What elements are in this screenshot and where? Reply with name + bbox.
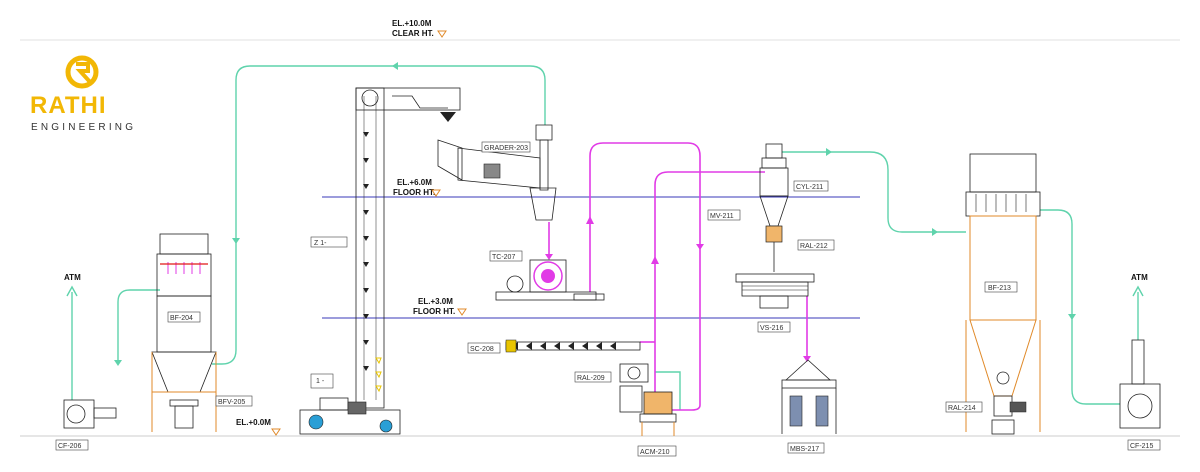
ral-212-label: RAL-212 xyxy=(800,243,828,250)
rathi-logo: RATHI ENGINEERING xyxy=(30,55,136,133)
bag-filter-bf-204 xyxy=(151,233,217,432)
atm-arrow-icon xyxy=(1132,285,1144,297)
ral-214-label: RAL-214 xyxy=(948,405,976,412)
product-lines xyxy=(545,142,811,411)
level-label-6m: EL.+6.0M FLOOR HT. xyxy=(393,178,441,197)
svg-text:FLOOR HT.: FLOOR HT. xyxy=(413,307,455,316)
screw-conveyor-sc-208 xyxy=(505,339,641,353)
level-marker-icon xyxy=(437,30,447,38)
svg-text:CLEAR HT.: CLEAR HT. xyxy=(392,29,434,38)
rotary-airlock-ral-209 xyxy=(619,363,649,383)
air-arrow-icon xyxy=(826,148,832,156)
fan-cf-206 xyxy=(63,399,117,429)
product-arrow-icon xyxy=(696,244,704,250)
bf-213-label: BF-213 xyxy=(988,285,1011,292)
elevation-lines xyxy=(20,39,1180,437)
svg-text:EL.+10.0M: EL.+10.0M xyxy=(392,19,432,28)
level-marker-icon xyxy=(431,189,441,197)
bucket-elevator: 1 - xyxy=(299,87,461,435)
product-line-tc-to-mv xyxy=(589,142,701,411)
bag-filter-bf-213 xyxy=(965,153,1041,435)
level-label-0m: EL.+0.0M xyxy=(236,418,281,436)
level-label-clear: EL.+10.0M CLEAR HT. xyxy=(392,19,447,38)
svg-text:EL.+6.0M: EL.+6.0M xyxy=(397,178,432,187)
product-arrow-icon xyxy=(545,254,553,260)
air-line-cyl-to-bf xyxy=(782,151,966,233)
product-arrow-icon xyxy=(803,356,811,362)
svg-text:EL.+3.0M: EL.+3.0M xyxy=(418,297,453,306)
mill-acm-210 xyxy=(619,385,677,436)
atm-label-left: ATM xyxy=(64,273,81,282)
air-arrow-icon xyxy=(1068,314,1076,320)
cf-215-label: CF-215 xyxy=(1130,443,1153,450)
cyclone-cyl-211 xyxy=(759,143,789,272)
logo-mark-icon xyxy=(65,55,99,89)
classifier-tc-207 xyxy=(495,259,605,301)
bfv-label: BFV-205 xyxy=(218,399,245,406)
air-arrow-icon xyxy=(232,238,240,244)
svg-text:FLOOR HT.: FLOOR HT. xyxy=(393,188,435,197)
grader-label: GRADER-203 xyxy=(484,145,528,152)
logo-subtitle: ENGINEERING xyxy=(31,122,136,133)
ral-209-label: RAL-209 xyxy=(577,375,605,382)
logo-brand: RATHI xyxy=(30,92,107,119)
bagging-mbs-217 xyxy=(781,359,837,434)
mbs-label: MBS-217 xyxy=(790,446,819,453)
product-arrow-icon xyxy=(586,216,594,224)
product-line-acm-to-cyl xyxy=(654,171,765,392)
air-lines xyxy=(66,62,1144,410)
elevator-label: Z 1- xyxy=(314,240,327,247)
atm-label-right: ATM xyxy=(1131,273,1148,282)
svg-text:EL.+0.0M: EL.+0.0M xyxy=(236,418,271,427)
feed-hopper-label: 1 - xyxy=(316,378,325,385)
bf-204-label: BF-204 xyxy=(170,315,193,322)
cyl-label: CYL-211 xyxy=(796,184,823,191)
air-arrow-icon xyxy=(114,360,122,366)
acm-label: ACM-210 xyxy=(640,449,670,456)
air-line-bf-to-fan xyxy=(117,289,160,360)
product-arrow-icon xyxy=(651,256,659,264)
air-line-grader-to-bf xyxy=(212,65,546,365)
atm-arrow-icon xyxy=(66,285,78,297)
air-line-bf-to-cf xyxy=(1040,209,1120,405)
level-label-3m: EL.+3.0M FLOOR HT. xyxy=(413,297,467,316)
cf-206-label: CF-206 xyxy=(58,443,81,450)
level-marker-icon xyxy=(271,428,281,436)
level-marker-icon xyxy=(457,308,467,316)
fan-cf-215 xyxy=(1119,339,1161,429)
grader-203 xyxy=(437,124,557,221)
tc-label: TC-207 xyxy=(492,254,515,261)
air-line-acm xyxy=(655,371,681,410)
sc-label: SC-208 xyxy=(470,346,494,353)
air-arrow-icon xyxy=(392,62,398,70)
air-arrow-icon xyxy=(932,228,938,236)
sifter-vs-216 xyxy=(735,273,815,309)
vs-label: VS-216 xyxy=(760,325,783,332)
mv-label: MV-211 xyxy=(710,213,734,220)
